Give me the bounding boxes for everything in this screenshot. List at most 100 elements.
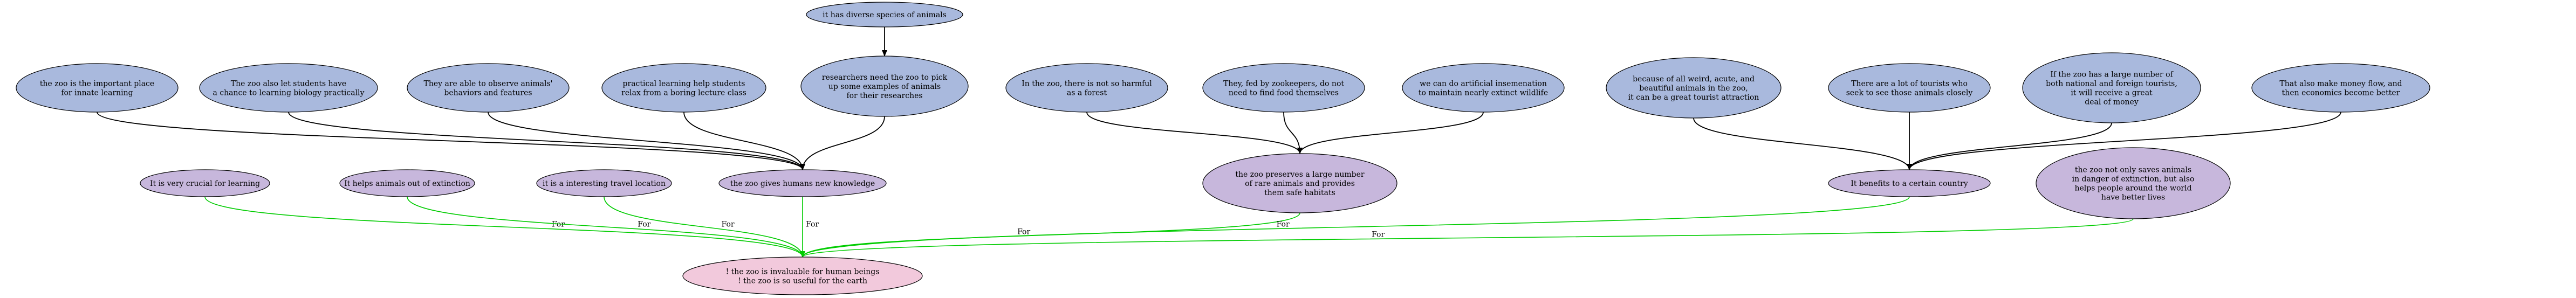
node-text-line: ! the zoo is invaluable for human beings xyxy=(726,268,880,276)
node-text-line: as a forest xyxy=(1067,89,1107,98)
node-reason-r2[interactable]: It helps animals out of extinction xyxy=(339,169,475,197)
edge-r7-to-c1 xyxy=(800,218,2134,258)
node-premise-p10[interactable]: because of all weird, acute, andbeautifu… xyxy=(1606,57,1782,119)
node-text-line: If the zoo has a large number of xyxy=(2050,71,2174,79)
node-shape xyxy=(1402,63,1565,113)
node-shape xyxy=(682,257,923,295)
node-text-line: for innate learning xyxy=(61,89,133,98)
node-text-line: deal of money xyxy=(2085,98,2139,107)
node-shape xyxy=(199,63,378,113)
node-text-line: the zoo preserves a large number xyxy=(1235,170,1365,179)
node-text-line: a chance to learning biology practically xyxy=(213,89,365,98)
node-text-line: it can be a great tourist attraction xyxy=(1628,93,1759,102)
node-text-line: ! the zoo is so useful for the earth xyxy=(738,277,867,286)
node-text-line: It helps animals out of extinction xyxy=(344,179,470,188)
node-text-line: the zoo not only saves animals xyxy=(2075,166,2191,175)
node-shape xyxy=(800,56,969,117)
node-shape xyxy=(2036,147,2231,219)
edge-r6-to-c1 xyxy=(800,196,1910,258)
edge-label-r2: For xyxy=(638,220,650,228)
node-text-line: relax from a boring lecture class xyxy=(621,89,746,98)
node-text-line: up some examples of animals xyxy=(828,82,941,91)
node-text-line: practical learning help students xyxy=(623,80,745,88)
node-shape xyxy=(601,63,766,113)
node-claim-c1[interactable]: ! the zoo is invaluable for human beings… xyxy=(682,257,923,295)
node-premise-p3[interactable]: They are able to observe animals'behavio… xyxy=(407,63,570,113)
edge-p5-to-r4 xyxy=(800,116,885,170)
node-text-line: we can do artificial insemenation xyxy=(1420,80,1547,88)
node-text-line: In the zoo, there is not so harmful xyxy=(1022,80,1152,88)
edge-p4-to-r4 xyxy=(683,112,805,170)
node-text-line: behaviors and features xyxy=(444,89,532,98)
node-shape xyxy=(1828,169,1991,197)
edge-r2-to-c1 xyxy=(407,196,805,258)
node-shape xyxy=(2022,52,2201,123)
node-text-line: have better lives xyxy=(2101,193,2165,202)
node-text-line: need to find food themselves xyxy=(1229,89,1339,98)
node-text-line: There are a lot of tourists who xyxy=(1851,80,1968,88)
edge-label-r4: For xyxy=(806,220,819,228)
node-text-line: The zoo also let students have xyxy=(231,80,346,88)
node-text-line: the zoo is the important place xyxy=(40,80,154,88)
node-shape xyxy=(2251,63,2430,113)
edge-p1-to-r4 xyxy=(97,112,805,170)
node-shape xyxy=(536,169,672,197)
edge-p12-to-r6 xyxy=(1907,122,2112,170)
node-shape xyxy=(1606,57,1782,119)
edge-p8-to-r5 xyxy=(1283,112,1303,154)
node-text-line: then economics become better xyxy=(2282,89,2400,98)
edge-p13-to-r6 xyxy=(1907,112,2341,170)
node-text-line: to maintain nearly extinct wildlife xyxy=(1419,89,1548,98)
node-shape xyxy=(806,2,963,27)
node-premise-p6[interactable]: it has diverse species of animals xyxy=(806,2,963,27)
node-text-line: the zoo gives humans new knowledge xyxy=(730,179,875,188)
node-shape xyxy=(140,169,270,197)
node-shape xyxy=(339,169,475,197)
edge-label-r6: For xyxy=(1277,220,1290,228)
edge-label-r1: For xyxy=(552,220,565,228)
node-shape xyxy=(407,63,570,113)
node-text-line: It benefits to a certain country xyxy=(1851,179,1968,188)
node-shape xyxy=(16,63,179,113)
node-text-line: It is very crucial for learning xyxy=(150,179,260,188)
node-shape xyxy=(1202,153,1397,213)
node-text-line: because of all weird, acute, and xyxy=(1633,75,1755,84)
node-reason-r6[interactable]: It benefits to a certain country xyxy=(1828,169,1991,197)
node-reason-r1[interactable]: It is very crucial for learning xyxy=(140,169,270,197)
node-text-line: in danger of extinction, but also xyxy=(2072,175,2195,184)
edge-label-r3: For xyxy=(722,220,735,228)
node-text-line: both national and foreign tourists, xyxy=(2046,80,2177,88)
node-shape xyxy=(1202,63,1365,113)
edge-r3-to-c1 xyxy=(604,196,805,258)
node-text-line: seek to see those animals closely xyxy=(1846,89,1973,98)
edge-label-r5: For xyxy=(1017,227,1030,236)
node-text-line: it has diverse species of animals xyxy=(823,11,947,19)
node-shape xyxy=(1005,63,1168,113)
node-text-line: They are able to observe animals' xyxy=(424,80,553,88)
node-text-line: helps people around the world xyxy=(2074,184,2191,193)
edge-label-r7: For xyxy=(1372,230,1385,239)
node-text-line: them safe habitats xyxy=(1264,189,1335,197)
node-reason-r4[interactable]: the zoo gives humans new knowledge xyxy=(718,169,887,197)
node-text-line: it will receive a great xyxy=(2071,89,2153,98)
node-text-line: beautiful animals in the zoo, xyxy=(1639,84,1748,93)
edge-p3-to-r4 xyxy=(488,112,805,170)
node-reason-r3[interactable]: it is a interesting travel location xyxy=(536,169,672,197)
edge-p2-to-r4 xyxy=(288,112,805,170)
node-text-line: for their researches xyxy=(846,92,922,100)
